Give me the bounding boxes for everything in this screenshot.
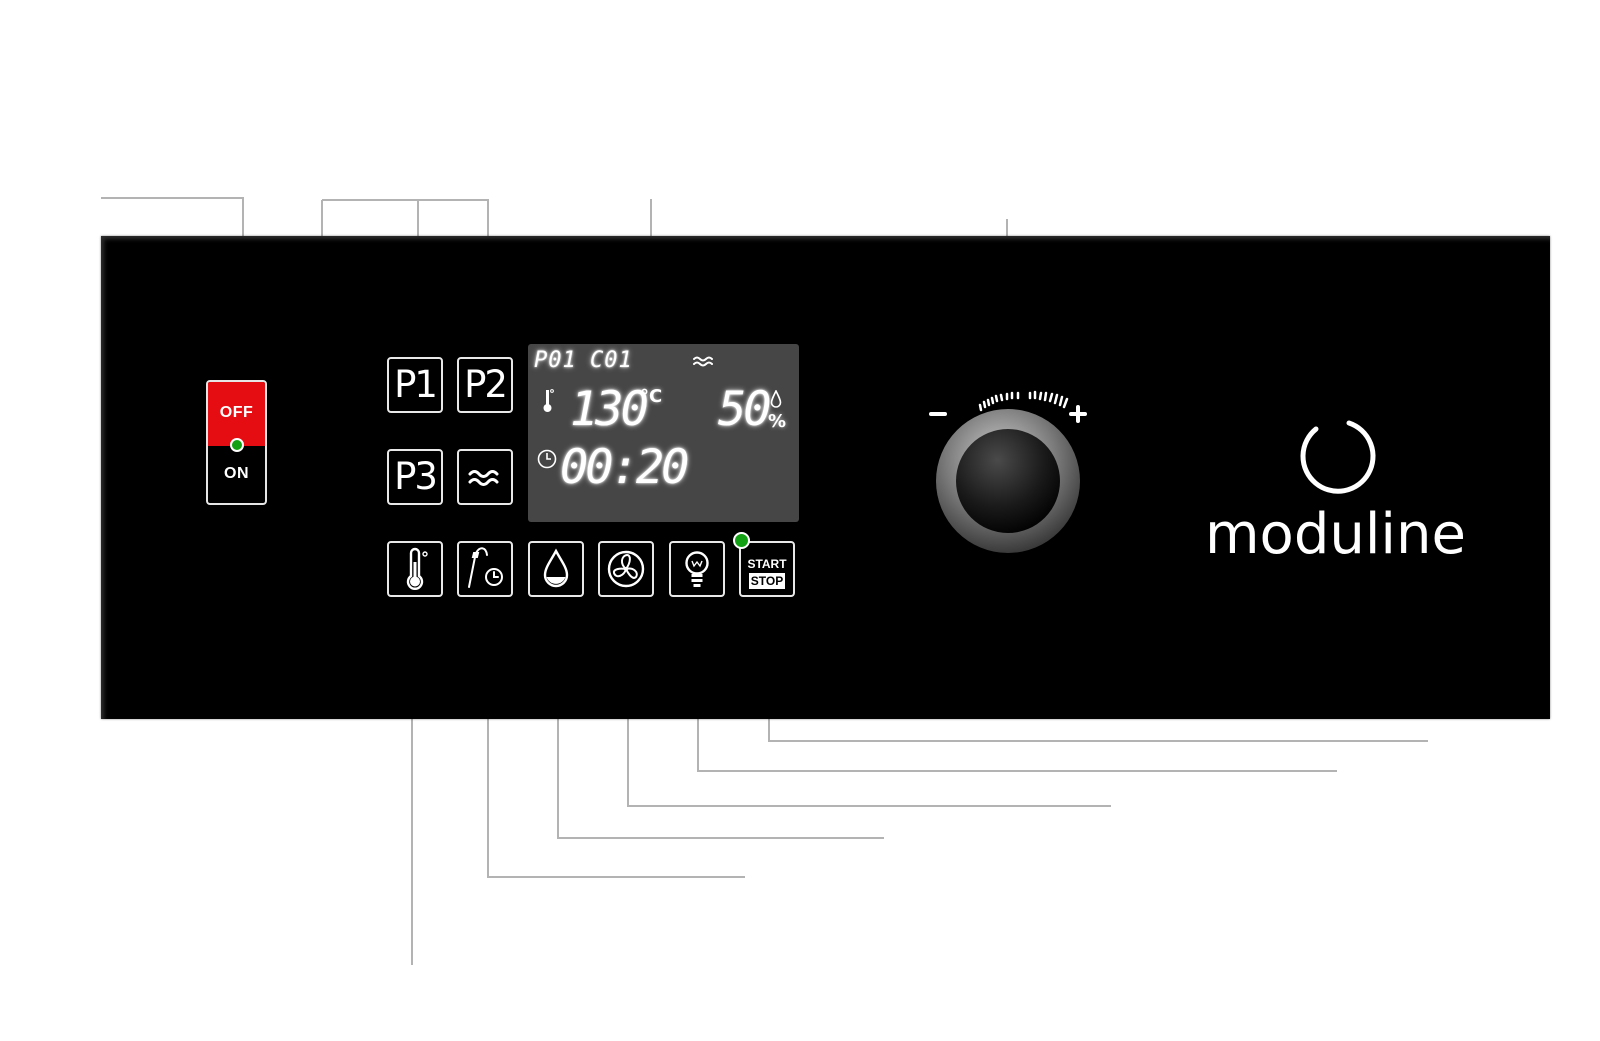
time-readout: 00:20 <box>560 440 689 495</box>
fan-icon <box>607 550 645 588</box>
thermometer-indicator-icon <box>543 389 554 412</box>
cycle-code-readout: C01 <box>590 348 633 373</box>
clock-indicator-icon <box>537 449 557 469</box>
brand-name: moduline <box>1205 502 1466 567</box>
humidity-drop-icon <box>543 548 569 588</box>
steam-button[interactable] <box>457 449 513 505</box>
power-indicator-led <box>230 438 244 452</box>
humidity-unit: % <box>768 411 787 432</box>
humidity-button[interactable] <box>528 541 584 597</box>
power-switch[interactable]: OFF ON <box>206 380 267 505</box>
control-knob[interactable] <box>925 385 1115 560</box>
leader-humidity-key <box>557 664 884 839</box>
program-p1-button[interactable]: P1 <box>387 357 443 413</box>
program-p2-label: P2 <box>464 363 508 406</box>
program-p1-label: P1 <box>394 363 438 406</box>
program-p3-label: P3 <box>394 455 438 498</box>
start-stop-button[interactable]: START STOP <box>739 541 795 597</box>
power-on-label: ON <box>224 465 249 482</box>
program-p3-button[interactable]: P3 <box>387 449 443 505</box>
start-label: START <box>747 557 787 571</box>
core-probe-timer-icon <box>468 547 503 588</box>
power-off-half <box>208 382 265 446</box>
humidity-readout: 50 <box>718 382 772 437</box>
temperature-button[interactable] <box>387 541 443 597</box>
steam-waves-icon <box>468 470 499 486</box>
light-bulb-icon <box>685 551 709 587</box>
moduline-logo-icon <box>1300 420 1376 494</box>
digital-display: P01 C01 130 °C 50 % 00:20 <box>528 344 799 522</box>
core-probe-button[interactable] <box>457 541 513 597</box>
temperature-readout: 130 <box>570 382 649 437</box>
power-off-label: OFF <box>219 404 254 421</box>
start-indicator-led <box>733 532 750 549</box>
leader-probe-key <box>487 664 745 878</box>
thermometer-icon <box>406 547 428 590</box>
knob-scale <box>929 390 1087 423</box>
knob-plus-icon <box>1069 405 1087 423</box>
humidity-drop-indicator-icon <box>770 390 782 408</box>
fan-button[interactable] <box>598 541 654 597</box>
knob-cap <box>956 429 1060 533</box>
temperature-unit: °C <box>640 386 663 407</box>
program-p2-button[interactable]: P2 <box>457 357 513 413</box>
stop-label: STOP <box>749 573 785 589</box>
light-button[interactable] <box>669 541 725 597</box>
program-code-readout: P01 <box>534 348 577 373</box>
steam-indicator-icon <box>693 356 713 367</box>
